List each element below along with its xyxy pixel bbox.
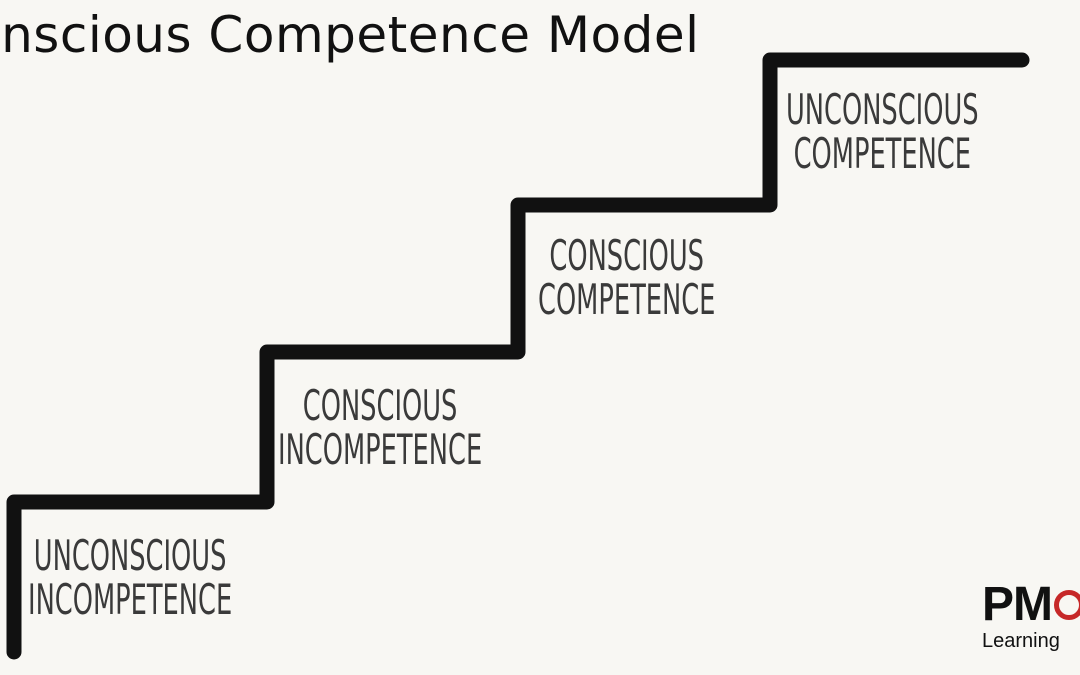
logo-mark-text: PM bbox=[982, 578, 1053, 631]
step-label-line: COMPETENCE bbox=[538, 275, 716, 324]
logo-subtitle: Learning bbox=[982, 630, 1060, 652]
step-label-unconscious-incompetence: UNCONSCIOUS INCOMPETENCE bbox=[28, 534, 232, 622]
target-ring-icon bbox=[1054, 590, 1080, 620]
step-label-line: CONSCIOUS bbox=[302, 381, 458, 430]
staircase-path bbox=[6, 52, 1030, 660]
step-label-line: COMPETENCE bbox=[793, 129, 971, 178]
step-label-line: UNCONSCIOUS bbox=[33, 531, 227, 580]
diagram-title: onscious Competence Model bbox=[0, 6, 700, 64]
logo-mark: PM bbox=[982, 580, 1080, 630]
step-label-line: UNCONSCIOUS bbox=[786, 85, 979, 134]
step-label-line: INCOMPETENCE bbox=[278, 425, 483, 474]
step-label-line: CONSCIOUS bbox=[549, 231, 704, 280]
step-label-conscious-competence: CONSCIOUS COMPETENCE bbox=[538, 234, 715, 322]
brand-logo: PM Learning bbox=[982, 580, 1080, 660]
step-label-conscious-incompetence: CONSCIOUS INCOMPETENCE bbox=[278, 384, 482, 472]
step-label-line: INCOMPETENCE bbox=[28, 575, 233, 624]
step-label-unconscious-competence: UNCONSCIOUS COMPETENCE bbox=[786, 88, 979, 176]
